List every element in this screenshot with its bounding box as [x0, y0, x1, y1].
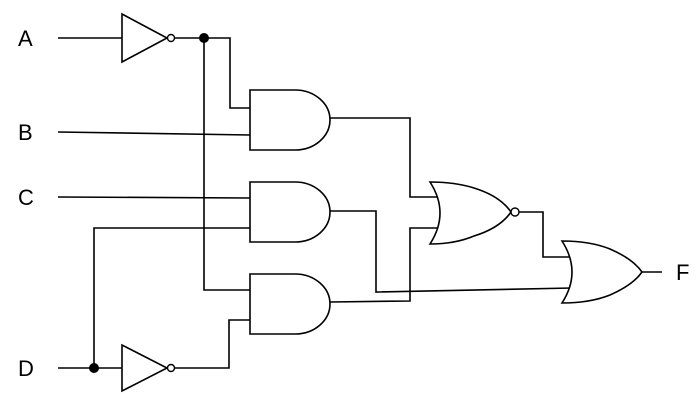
- junction-dot-a: [199, 33, 209, 43]
- wire-d-not-to-and3: [175, 319, 250, 369]
- not-gate-a-bubble: [166, 33, 176, 43]
- wire-b-to-and1: [57, 131, 251, 136]
- and-gate-3: [249, 273, 331, 335]
- wire-a-not-to-and3: [203, 38, 250, 291]
- junction-dot-d: [89, 363, 99, 373]
- input-label-b: B: [18, 120, 33, 145]
- wire-d-to-and2: [93, 227, 250, 368]
- and-gate-2: [249, 181, 331, 243]
- not-gate-d-bubble: [166, 363, 176, 373]
- not-gate-d: [121, 343, 169, 393]
- input-label-c: C: [18, 185, 34, 210]
- nor-gate-bubble: [510, 207, 520, 217]
- wire-a-not-to-and1: [175, 37, 250, 109]
- nor-gate: [428, 181, 512, 245]
- wire-c-to-and2: [57, 196, 251, 199]
- or-gate: [560, 240, 643, 304]
- wire-and3-to-nor: [329, 227, 440, 303]
- not-gate-a: [121, 12, 169, 64]
- wire-nor-to-or: [519, 211, 572, 258]
- wire-and1-to-nor: [330, 117, 440, 198]
- and-gate-1: [249, 89, 331, 151]
- output-label-f: F: [676, 260, 689, 285]
- input-label-a: A: [18, 26, 33, 51]
- input-label-d: D: [18, 356, 34, 381]
- wire-and2-to-or: [330, 210, 573, 293]
